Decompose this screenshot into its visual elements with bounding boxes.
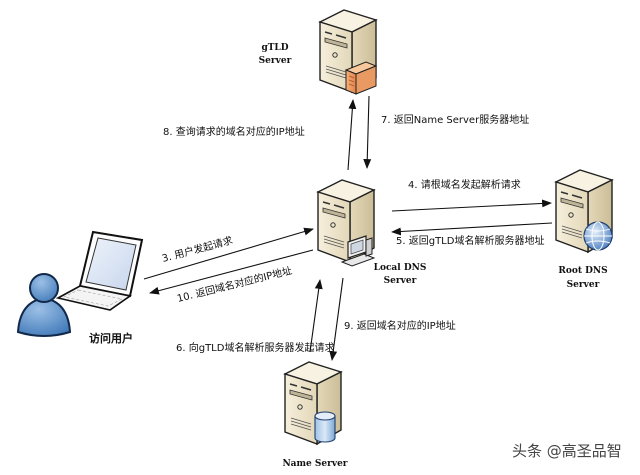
arrow-step-4 [391,199,552,212]
arrows [143,95,553,361]
visitor-user: 访问用户 [16,230,144,345]
arrow-step-10 [149,249,314,295]
laptop-icon [55,230,144,311]
watermark: 头条 @高圣品智 [512,442,622,460]
local-dns-label-1: Local DNS [374,263,427,273]
orange-module-icon [344,61,378,95]
local-dns-server: Local DNS Server [317,179,427,286]
database-icon [314,411,336,443]
local-dns-label-2: Server [384,276,417,286]
root-dns-label-2: Server [567,280,600,290]
root-dns-server: Root DNS Server [555,169,613,290]
root-dns-label-1: Root DNS [558,266,607,276]
workstation-icon [340,235,376,267]
arrow-step-8 [329,277,344,361]
arrow-step-7 [363,95,372,169]
server-icon [319,9,378,95]
server-icon [284,361,342,445]
arrow-step-5 [391,222,553,236]
step-label-5: 5. 返回gTLD域名解析服务器地址 [396,234,544,247]
arrow-step-6 [347,99,357,171]
arrow-step-3 [143,227,314,280]
server-icon [317,179,376,267]
step-label-7: 7. 返回Name Server服务器地址 [381,113,529,126]
visitor-user-label: 访问用户 [89,331,133,345]
server-icon [555,169,613,253]
step-label-3: 3. 用户发起请求 [160,234,234,265]
step-label-10: 10. 返回域名对应的IP地址 [176,264,294,305]
name-server-label: Name Server [282,459,347,469]
arrow-step-9 [309,279,323,353]
step-label-8: 9. 返回域名对应的IP地址 [344,319,456,332]
gtld-server: gTLD Server [259,9,378,95]
user-icon [16,273,72,337]
step-label-9: 6. 向gTLD域名解析服务器发起请求 [176,341,334,354]
step-label-6: 8. 查询请求的域名对应的IP地址 [163,125,305,138]
globe-icon [583,221,613,251]
gtld-server-label-1: gTLD [261,43,288,53]
name-server: Name Server [282,361,348,469]
gtld-server-label-2: Server [259,56,292,66]
step-label-4: 4. 请根域名发起解析请求 [408,178,521,191]
